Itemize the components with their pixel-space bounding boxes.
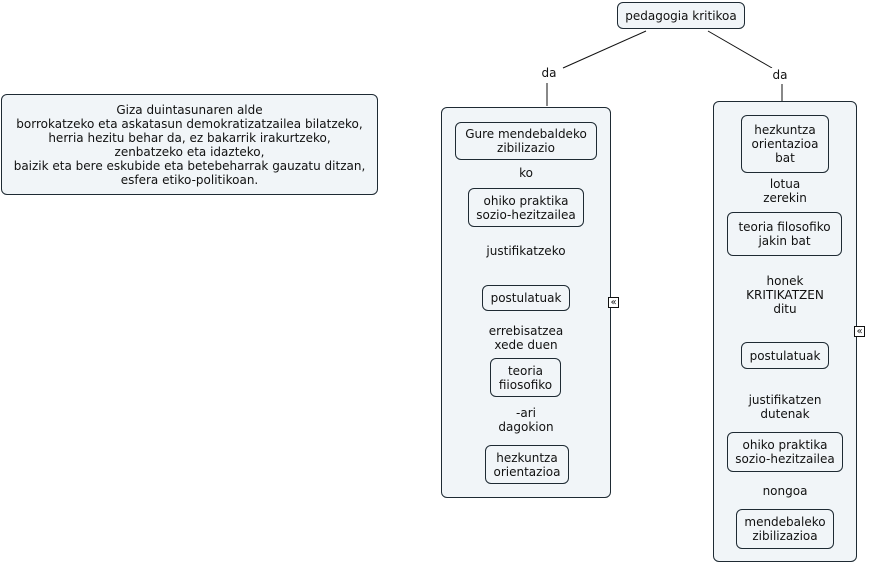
left-link-label-1: ko [511, 166, 541, 180]
left-link-label-2: justifikatzeko [476, 244, 576, 258]
right-link-label-4: nongoa [752, 484, 818, 498]
right-node-3[interactable]: postulatuak [741, 342, 829, 369]
branch-label-left: da [537, 66, 561, 80]
right-link-label-3: justifikatzen dutenak [737, 393, 833, 421]
left-node-4[interactable]: teoria fiiosofiko [490, 358, 561, 397]
left-collapse-icon[interactable]: « [608, 297, 619, 308]
left-node-5[interactable]: hezkuntza orientazioa [485, 445, 569, 484]
left-node-3[interactable]: postulatuak [482, 285, 570, 311]
root-left-line [562, 30, 647, 69]
right-node-1[interactable]: hezkuntza orientazioa bat [741, 115, 829, 173]
left-link-label-3: errebisatzea xede duen [476, 324, 576, 352]
right-node-4[interactable]: ohiko praktika sozio-hezitzailea [727, 432, 843, 472]
right-node-5[interactable]: mendebaleko zibilizazioa [736, 509, 834, 549]
left-link-label-4: -ari dagokion [486, 406, 566, 434]
note-box[interactable]: Giza duintasunaren alde borrokatzeko eta… [1, 94, 378, 195]
root-right-line [707, 30, 773, 69]
right-node-2[interactable]: teoria filosofiko jakin bat [727, 212, 842, 256]
right-link-label-1: lotua zerekin [750, 177, 820, 205]
root-node[interactable]: pedagogia kritikoa [617, 2, 745, 29]
left-node-2[interactable]: ohiko praktika sozio-hezitzailea [468, 188, 584, 227]
right-link-label-2: honek KRITIKATZEN ditu [732, 274, 838, 316]
left-node-1[interactable]: Gure mendebaldeko zibilizazio [455, 122, 597, 160]
branch-label-right: da [768, 68, 792, 82]
right-collapse-icon[interactable]: « [854, 326, 865, 337]
